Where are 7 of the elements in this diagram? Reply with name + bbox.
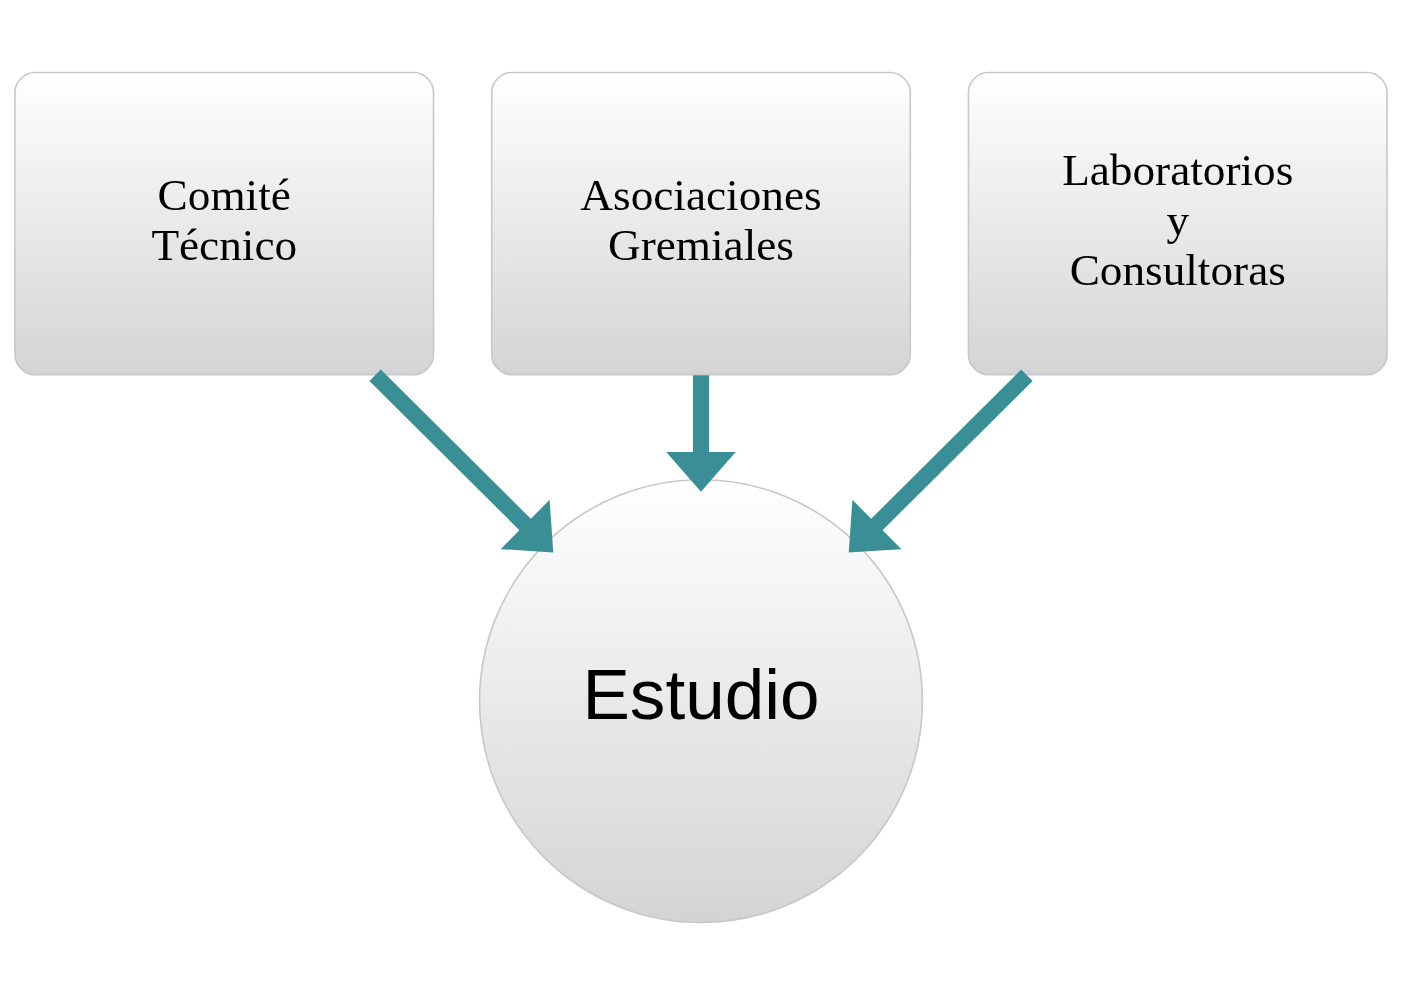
node-circle: Estudio <box>478 478 924 924</box>
arrow <box>848 369 1033 553</box>
node-box: Comité Técnico <box>14 71 435 376</box>
arrow <box>666 375 736 492</box>
arrow <box>369 369 554 553</box>
node-box: Asociaciones Gremiales <box>490 71 912 376</box>
node-box: Laboratorios y Consultoras <box>967 71 1388 376</box>
